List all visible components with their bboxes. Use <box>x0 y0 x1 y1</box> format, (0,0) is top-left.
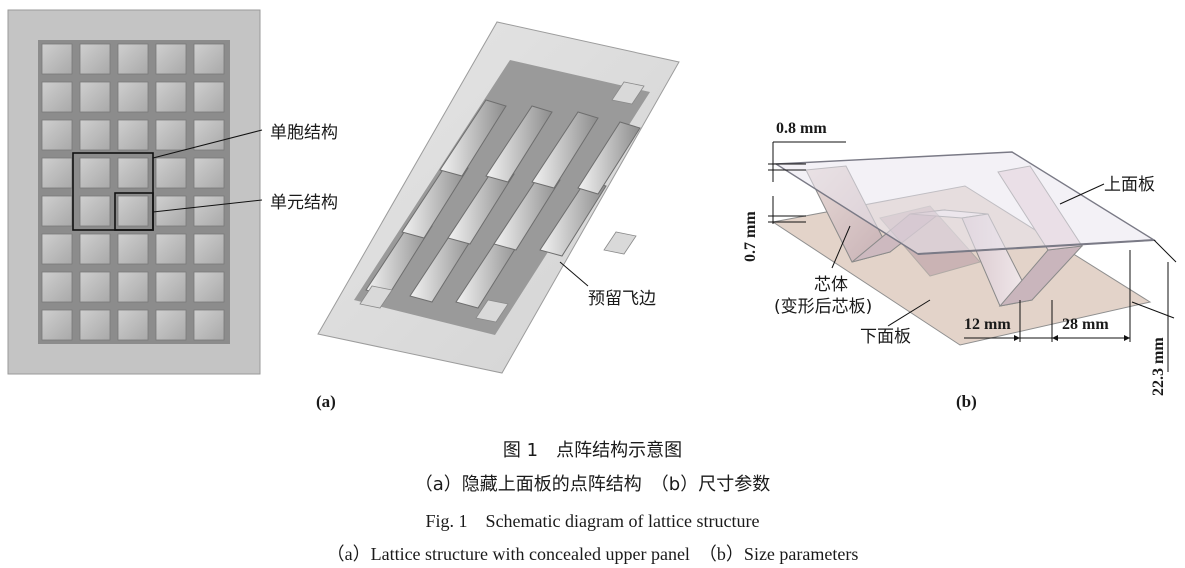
caption-en-title: Fig. 1 Schematic diagram of lattice stru… <box>425 511 760 531</box>
label-cell-structure: 单胞结构 <box>270 123 338 143</box>
dim-12mm: 12 mm <box>964 316 1011 333</box>
iso-struts <box>365 99 641 309</box>
caption-cn-subtitle: （a）隐藏上面板的点阵结构 （b）尺寸参数 <box>414 474 771 495</box>
label-unit-structure: 单元结构 <box>270 193 338 213</box>
label-lower-panel: 下面板 <box>860 327 911 347</box>
cell-structure-box <box>72 152 154 231</box>
dim-0-7mm: 0.7 mm <box>742 211 759 262</box>
label-core-deformed: (变形后芯板) <box>774 297 873 317</box>
dim-0-8mm: 0.8 mm <box>776 120 827 137</box>
panel-label-b: (b) <box>956 392 977 411</box>
caption-cn-title: 图 1 点阵结构示意图 <box>502 440 683 461</box>
leader-unit <box>152 199 263 213</box>
dim-22-3mm: 22.3 mm <box>1150 337 1167 396</box>
label-core: 芯体 <box>814 275 848 295</box>
leader-upper <box>1059 183 1105 205</box>
caption-en-subtitle: （a）Lattice structure with concealed uppe… <box>326 544 859 564</box>
label-reserved-flange: 预留飞边 <box>588 289 656 309</box>
iso-cells <box>359 81 645 323</box>
leader-flange <box>559 261 589 287</box>
dim-28mm: 28 mm <box>1062 316 1109 333</box>
leader-cell <box>152 129 263 159</box>
dimension-lines <box>768 141 1177 372</box>
panel-label-a: (a) <box>316 392 336 411</box>
leader-lower <box>887 299 931 327</box>
leader-core <box>831 225 851 269</box>
label-upper-panel: 上面板 <box>1104 175 1155 195</box>
top-view-cells <box>41 43 225 341</box>
